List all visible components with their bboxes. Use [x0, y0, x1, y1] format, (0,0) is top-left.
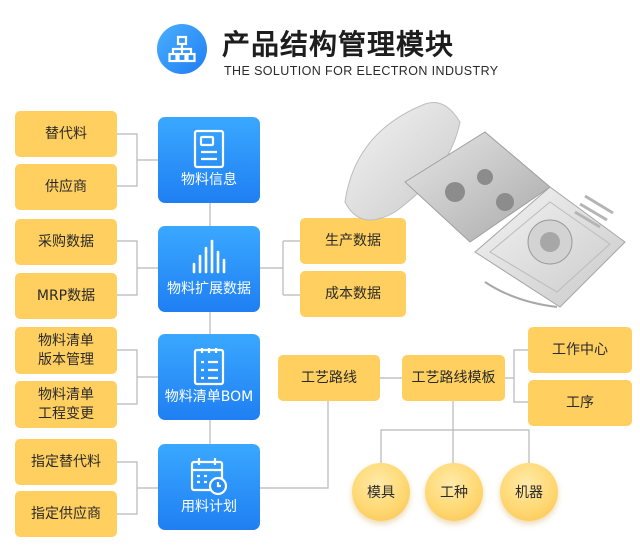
module-label: 物料信息: [181, 172, 237, 188]
module-bom: 物料清单BOM: [158, 334, 260, 420]
module-label: 用料计划: [181, 499, 237, 515]
module-label: 物料清单BOM: [164, 389, 254, 405]
module-label: 物料扩展数据: [167, 281, 251, 297]
resource-machine: 机器: [500, 463, 558, 521]
bar-chart-icon: [158, 238, 260, 276]
left-item-mrp-data: MRP数据: [15, 273, 117, 319]
work-center-box: 工作中心: [528, 327, 632, 373]
left-item-designated-supplier: 指定供应商: [15, 491, 117, 537]
extension-item-cost-data: 成本数据: [300, 271, 406, 317]
process-box: 工序: [528, 380, 632, 426]
page-title: 产品结构管理模块: [222, 28, 455, 61]
resource-work-type: 工种: [425, 463, 483, 521]
resource-mold: 模具: [352, 463, 410, 521]
left-item-substitute: 替代料: [15, 111, 117, 157]
left-item-purchase-data: 采购数据: [15, 219, 117, 265]
module-material-plan: 用料计划: [158, 444, 260, 530]
route-box: 工艺路线: [278, 355, 380, 401]
document-icon: [158, 129, 260, 169]
module-material-info: 物料信息: [158, 117, 260, 203]
extension-item-production-data: 生产数据: [300, 218, 406, 264]
route-template-box: 工艺路线模板: [402, 355, 505, 401]
left-item-bom-change: 物料清单 工程变更: [15, 381, 117, 428]
left-item-bom-version: 物料清单 版本管理: [15, 327, 117, 374]
org-chart-logo-icon: [157, 24, 207, 74]
calendar-clock-icon: [158, 456, 260, 496]
product-illustration: [344, 102, 626, 308]
module-material-extension: 物料扩展数据: [158, 226, 260, 312]
page-subtitle: THE SOLUTION FOR ELECTRON INDUSTRY: [224, 64, 499, 78]
left-item-designated-substitute: 指定替代料: [15, 439, 117, 485]
left-item-supplier: 供应商: [15, 164, 117, 210]
checklist-icon: [158, 346, 260, 386]
